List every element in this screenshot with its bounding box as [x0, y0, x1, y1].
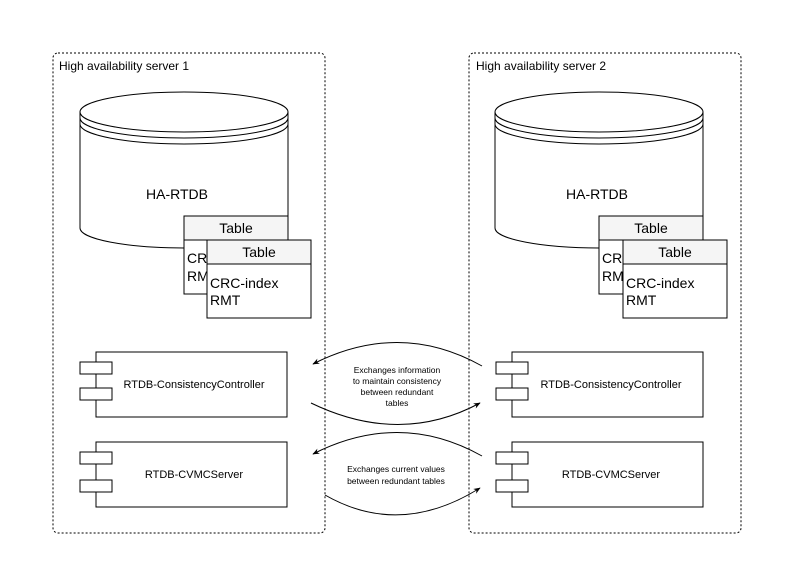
table-line: CRC-index	[626, 275, 694, 291]
table-line: RMT	[210, 292, 241, 308]
component-cvmc-server: RTDB-CVMCServer	[495, 441, 704, 508]
arrow-to-server-1	[312, 432, 483, 457]
server-2: High availability server 2 HA-RTDB Table…	[468, 52, 742, 534]
database-cylinder	[494, 91, 704, 249]
table-header: Table	[658, 244, 692, 260]
table-header: Table	[242, 244, 276, 260]
arrow-to-server-2	[324, 487, 481, 516]
component-port-icon	[79, 387, 113, 401]
server-2-title: High availability server 2	[476, 59, 606, 73]
component-port-icon	[79, 361, 113, 375]
table-header: Table	[634, 220, 668, 236]
exchange-current-values: Exchanges current values between redunda…	[312, 432, 483, 516]
server-1-frame	[52, 52, 326, 534]
component-port-icon	[79, 479, 113, 493]
exchange-consistency: Exchanges information to maintain consis…	[310, 342, 483, 425]
server-1: High availability server 1 HA-RTDB Table…	[52, 52, 326, 534]
exchange-label-line: tables	[386, 398, 409, 408]
component-consistency-controller: RTDB-ConsistencyController	[495, 351, 704, 418]
component-label: RTDB-ConsistencyController	[123, 379, 264, 391]
component-label: RTDB-CVMCServer	[562, 469, 661, 481]
component-cvmc-server: RTDB-CVMCServer	[79, 441, 288, 508]
database-cylinder	[79, 91, 289, 249]
table-header: Table	[219, 220, 253, 236]
component-label: RTDB-CVMCServer	[145, 469, 244, 481]
database-label: HA-RTDB	[566, 186, 628, 202]
server-1-title: High availability server 1	[59, 59, 189, 73]
table-front: Table CRC-index RMT	[206, 239, 312, 319]
table-front: Table CRC-index RMT	[622, 239, 728, 319]
component-port-icon	[495, 361, 529, 375]
exchange-label-line: between redundant tables	[347, 476, 445, 486]
database-label: HA-RTDB	[146, 186, 208, 202]
table-line: CRC-index	[210, 275, 278, 291]
exchange-label-line: Exchanges information	[354, 365, 441, 375]
arrow-to-server-1	[312, 342, 483, 367]
component-port-icon	[79, 451, 113, 465]
exchange-label-line: between redundant	[361, 387, 434, 397]
component-port-icon	[495, 451, 529, 465]
component-port-icon	[495, 387, 529, 401]
exchange-label-line: to maintain consistency	[353, 376, 442, 386]
exchange-label-line: Exchanges current values	[347, 464, 445, 474]
arrow-to-server-2	[310, 402, 481, 425]
component-label: RTDB-ConsistencyController	[540, 379, 681, 391]
component-consistency-controller: RTDB-ConsistencyController	[79, 351, 288, 418]
component-port-icon	[495, 479, 529, 493]
table-line: RMT	[626, 292, 657, 308]
server-2-frame	[468, 52, 742, 534]
